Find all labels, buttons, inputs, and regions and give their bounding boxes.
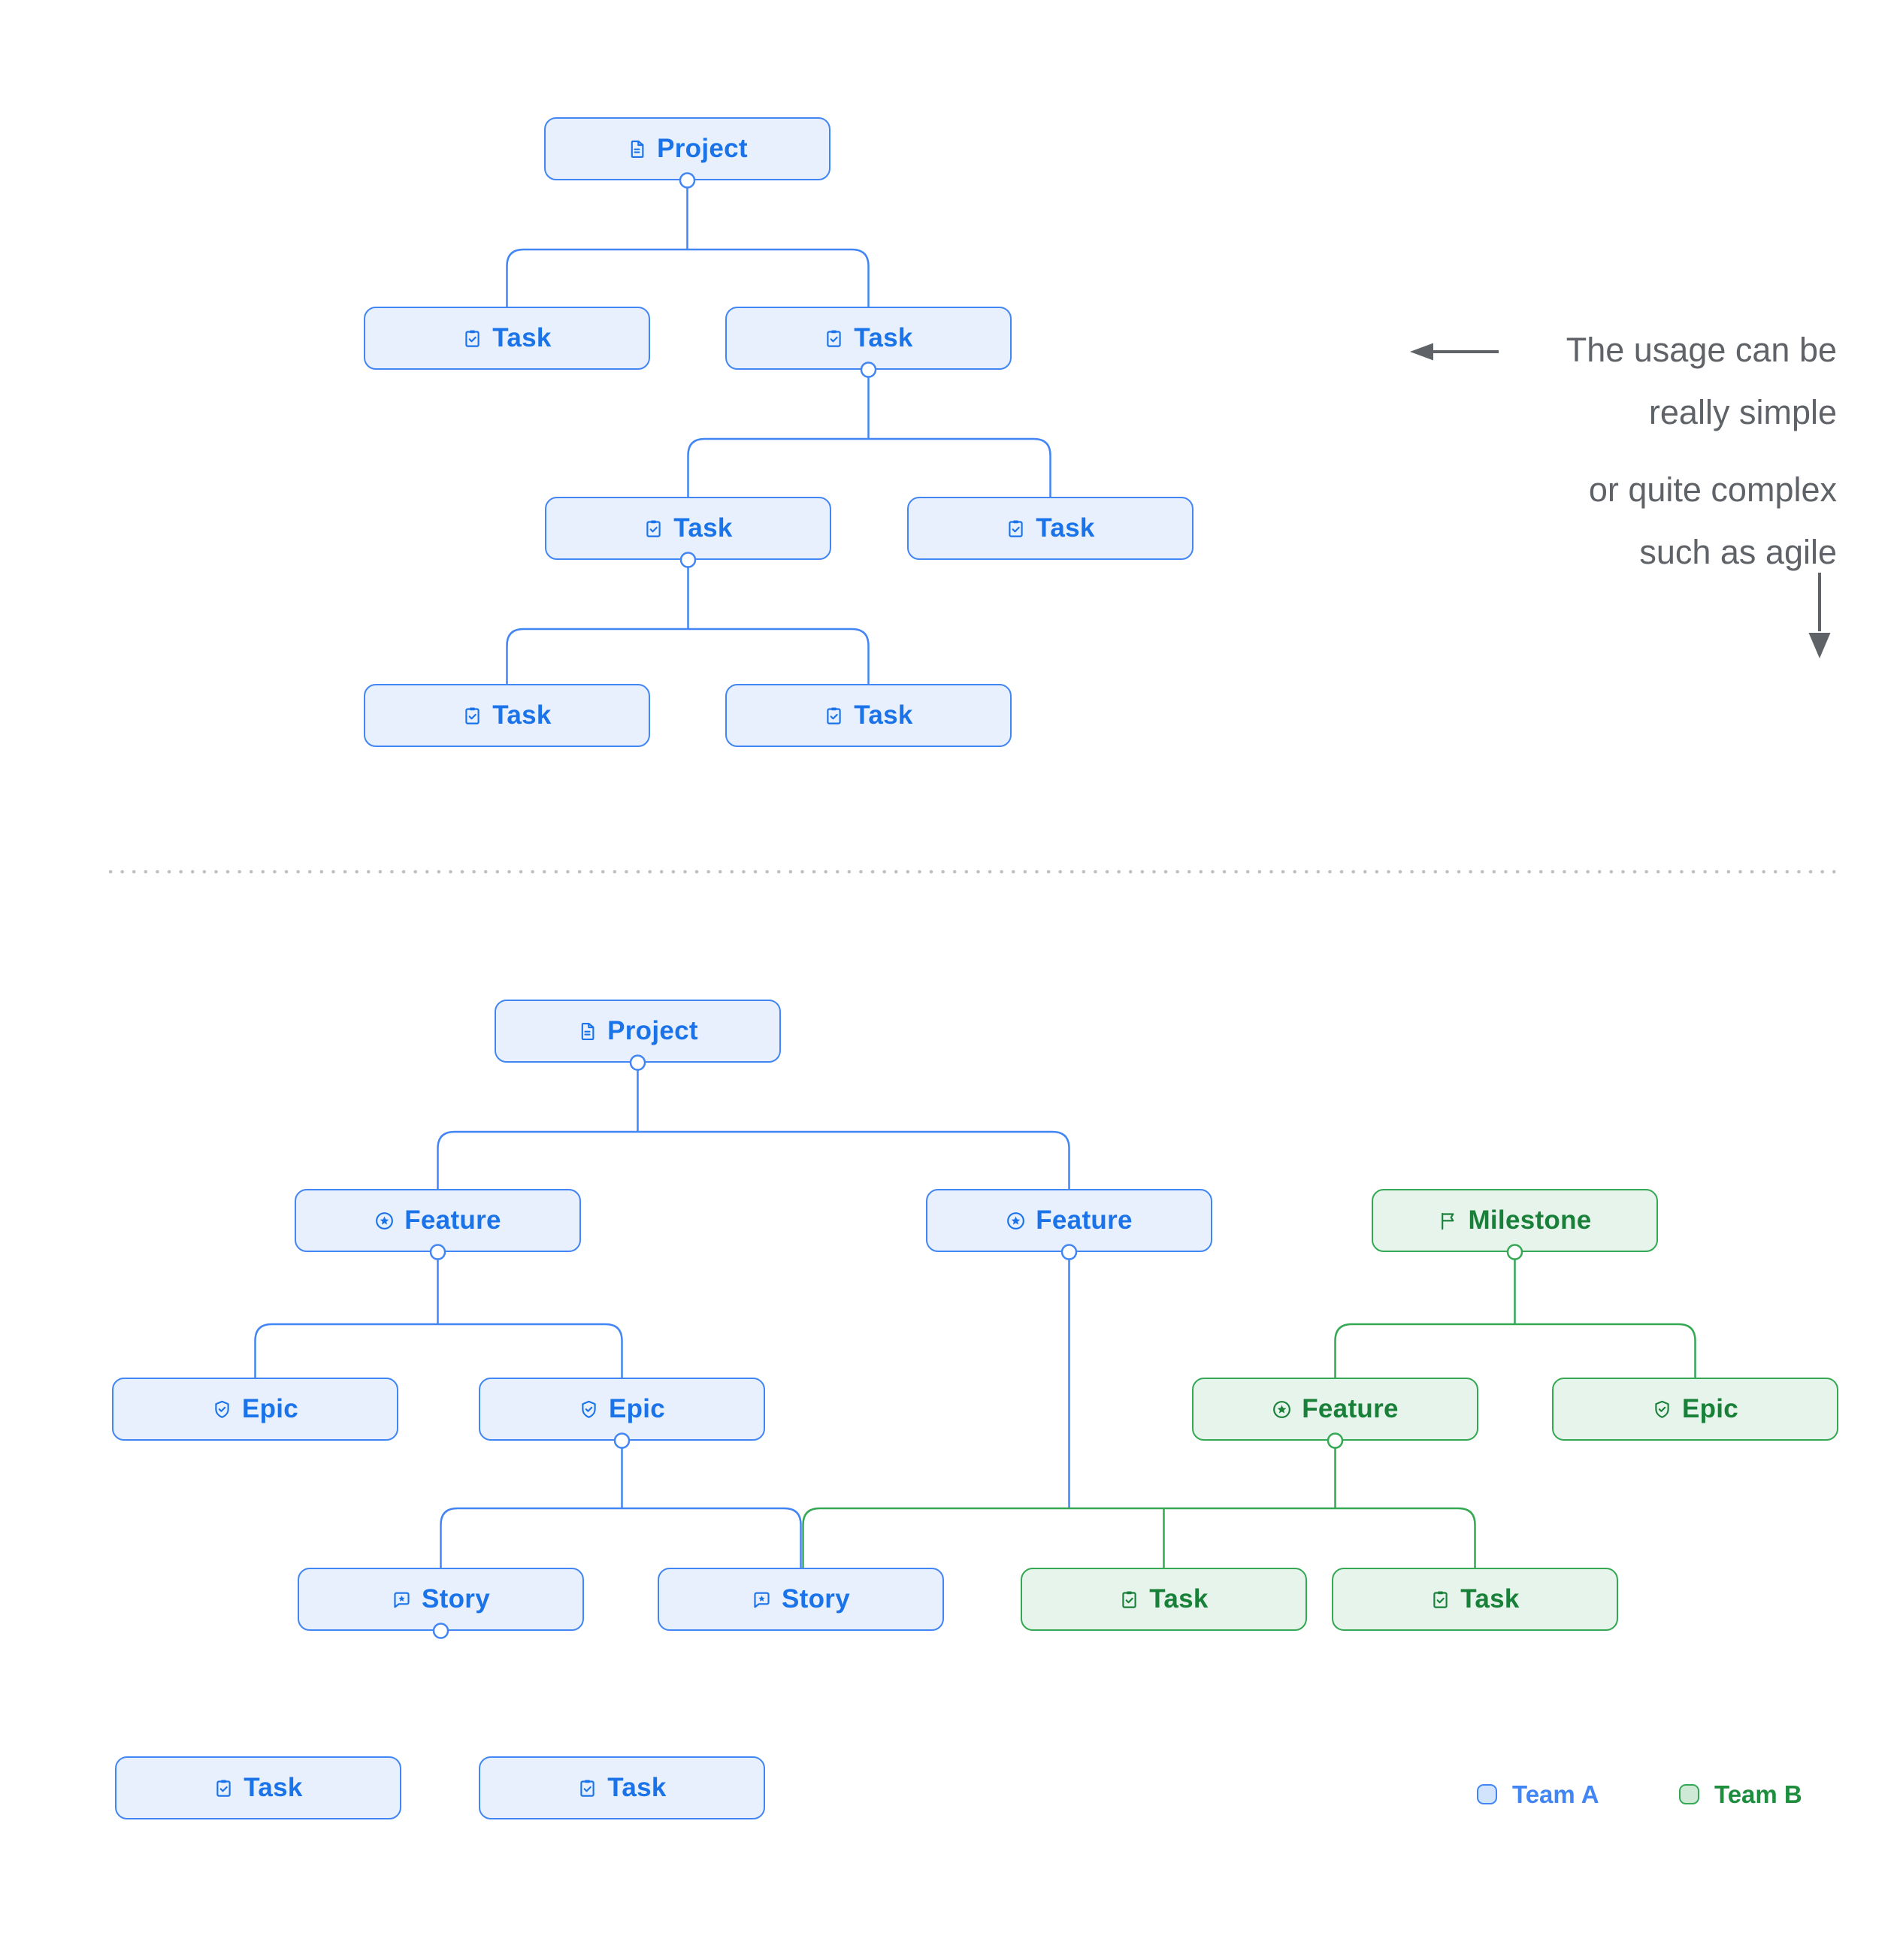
milestone-icon [1438,1211,1458,1231]
feature-icon [1272,1399,1292,1420]
node-label: Epic [608,1394,666,1423]
node-label: Project [657,134,748,163]
story-icon [392,1589,412,1610]
annotation-line: The usage can be [1566,331,1837,369]
node-label: Story [782,1584,850,1614]
document-icon [627,139,647,159]
node-label: Epic [1681,1394,1739,1423]
node-simple-t4-task: Task [907,497,1194,560]
node-label: Story [422,1584,490,1614]
legend-team-b-label: Team B [1714,1780,1802,1808]
edge-complex-f3 [802,1441,1476,1568]
edge-simple-t3 [506,560,870,684]
edge-complex-bp [437,1063,1070,1189]
edge-complex-e2 [440,1441,802,1568]
epic-icon [579,1399,599,1420]
node-complex-f3-feature: Feature [1192,1378,1478,1441]
node-label: Feature [404,1205,501,1235]
annotation-line: such as agile [1639,533,1837,571]
node-simple-t2-task: Task [725,307,1012,370]
node-label: Task [854,700,913,730]
legend-team-b: Team B [1679,1780,1802,1808]
node-complex-ms-milestone: Milestone [1372,1189,1658,1252]
node-label: Feature [1302,1394,1399,1423]
node-complex-s2-story: Story [658,1568,944,1631]
epic-icon [1652,1399,1672,1420]
annotation-paragraph-1: The usage can be really simple [1311,319,1837,443]
annotation-paragraph-2: or quite complex such as agile [1311,458,1837,583]
node-simple-t6-task: Task [725,684,1012,747]
node-label: Task [854,323,913,352]
down-arrow-icon [1808,573,1831,658]
node-complex-f2-feature: Feature [926,1189,1212,1252]
task-icon [824,328,844,349]
node-complex-g1-task: Task [1021,1568,1307,1631]
annotation-line: or quite complex [1588,470,1837,509]
node-complex-f1-feature: Feature [295,1189,581,1252]
task-icon [1119,1589,1139,1610]
node-label: Task [492,323,552,352]
node-label: Task [244,1773,303,1802]
node-label: Task [1460,1584,1520,1614]
task-icon [213,1778,234,1798]
node-label: Project [607,1016,698,1045]
node-simple-t3-task: Task [545,497,831,560]
node-label: Task [1036,513,1095,543]
node-simple-t5-task: Task [364,684,650,747]
node-label: Task [492,700,552,730]
node-complex-e2-epic: Epic [479,1378,765,1441]
node-complex-t7-task: Task [115,1756,401,1819]
edge-complex-f1 [254,1252,623,1378]
task-icon [462,328,483,349]
node-complex-s1-story: Story [298,1568,584,1631]
node-complex-bp-project: Project [495,1000,781,1063]
feature-icon [374,1211,395,1231]
legend-team-a: Team A [1477,1780,1599,1808]
edge-simple-t2 [687,370,1051,497]
node-simple-p-project: Project [544,117,830,180]
node-complex-g2-task: Task [1332,1568,1618,1631]
team-a-swatch [1477,1784,1497,1804]
node-label: Task [673,513,733,543]
task-icon [643,519,664,539]
task-icon [1006,519,1026,539]
feature-icon [1006,1211,1026,1231]
task-icon [1430,1589,1451,1610]
task-icon [462,706,483,726]
annotation-line: really simple [1648,393,1837,431]
team-b-swatch [1679,1784,1699,1804]
epic-icon [212,1399,232,1420]
edge-complex-ms [1334,1252,1696,1378]
node-label: Epic [241,1394,299,1423]
task-icon [824,706,844,726]
node-complex-e3-epic: Epic [1552,1378,1838,1441]
document-icon [577,1021,598,1042]
annotation-text: The usage can be really simple or quite … [1311,319,1837,583]
node-complex-e1-epic: Epic [112,1378,398,1441]
node-label: Feature [1036,1205,1133,1235]
task-icon [577,1778,598,1798]
story-icon [752,1589,772,1610]
node-label: Task [607,1773,667,1802]
node-label: Task [1149,1584,1209,1614]
node-simple-t1-task: Task [364,307,650,370]
node-label: Milestone [1468,1205,1592,1235]
legend-team-a-label: Team A [1512,1780,1599,1808]
edge-simple-p [506,180,870,307]
node-complex-t8-task: Task [479,1756,765,1819]
